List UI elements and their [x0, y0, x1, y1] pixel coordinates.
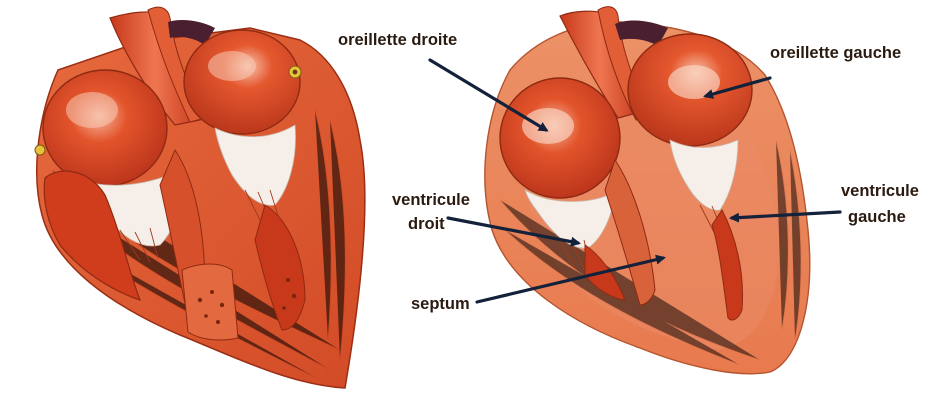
right-atrium-highlight	[522, 108, 574, 144]
left-heart-left-atrium	[184, 30, 300, 134]
left-coronary-vessel-dot-2	[35, 145, 45, 155]
left-atrium-highlight	[66, 92, 118, 128]
label-oreillette-droite: oreillette droite	[338, 31, 457, 49]
label-ventricule-gauche-line2: gauche	[848, 208, 906, 226]
label-ventricule-droit-line1: ventricule	[392, 191, 470, 209]
left-heart-right-atrium	[43, 70, 167, 186]
right-heart-illustration	[485, 7, 810, 374]
left-atrium-2-highlight	[208, 51, 256, 81]
label-oreillette-gauche: oreillette gauche	[770, 44, 901, 62]
left-coronary-vessel-core	[293, 70, 298, 75]
left-heart-papillary-muscle	[182, 264, 238, 340]
label-septum: septum	[411, 295, 470, 313]
left-heart-illustration	[35, 7, 365, 388]
label-ventricule-gauche-line1: ventricule	[841, 182, 919, 200]
label-ventricule-droit-line2: droit	[408, 215, 445, 233]
